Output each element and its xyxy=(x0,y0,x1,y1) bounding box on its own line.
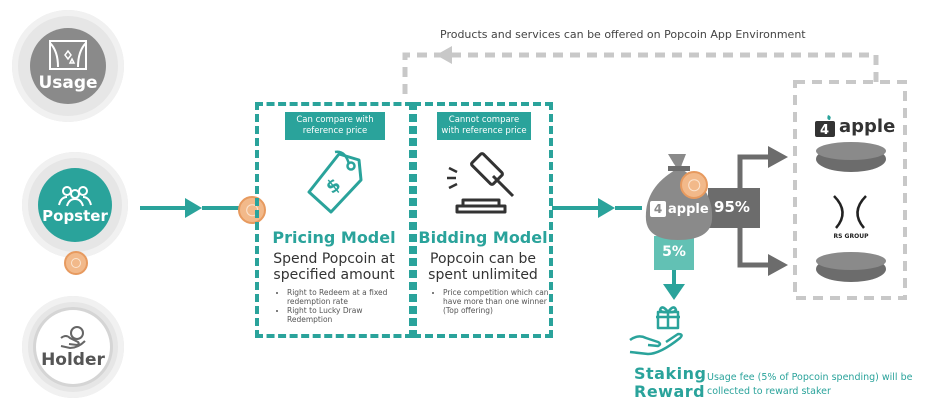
split-5-bar xyxy=(654,236,694,270)
holder-label: Holder xyxy=(41,350,105,370)
staking-note-1: Usage fee (5% of Popcoin spending) will … xyxy=(707,372,913,383)
apple-partner-logo: 4 apple xyxy=(814,114,895,138)
bidding-title: Bidding Model xyxy=(418,228,548,247)
holder-circle-inner: Holder xyxy=(36,310,110,384)
bag-logo-icon: 4 xyxy=(650,201,666,217)
pricing-subtitle-1: Spend Popcoin at xyxy=(273,251,395,267)
money-bag-icon xyxy=(645,154,713,240)
staking-note-2: collected to reward staker xyxy=(707,386,831,397)
pricing-bullet: Right to Redeem at a fixed redemption ra… xyxy=(287,288,405,306)
popster-label: Popster xyxy=(42,207,108,225)
split-minor-percent: 5% xyxy=(662,244,686,260)
rs-platform-disc-top xyxy=(816,252,886,270)
bag-coin-icon xyxy=(680,171,708,199)
popster-circle-inner: Popster xyxy=(38,168,112,242)
staking-arrow-head xyxy=(663,284,685,300)
holder-circle: Holder xyxy=(22,296,124,398)
split-upper-line xyxy=(737,154,768,190)
apple-platform-disc-top xyxy=(816,142,886,160)
gavel-icon xyxy=(447,152,515,214)
loop-arrow-head xyxy=(436,46,452,64)
bag-label: 4 apple xyxy=(650,201,709,217)
partner-dashed-box xyxy=(793,80,907,300)
top-feedback-loop xyxy=(402,52,879,100)
bidding-model-box: Cannot compare with reference price Bidd… xyxy=(413,102,553,338)
rs-group-label: RS GROUP xyxy=(833,233,869,240)
pricing-bullets: Right to Redeem at a fixed redemption ra… xyxy=(275,288,405,324)
rs-group-icon xyxy=(833,195,867,229)
popster-circle: Popster xyxy=(22,152,128,258)
svg-text:$: $ xyxy=(322,174,345,198)
split-lower-line xyxy=(737,226,768,268)
price-tag-icon: $ xyxy=(307,150,363,214)
bidding-bullet: Price competition which can have more th… xyxy=(443,288,549,315)
pricing-bullet: Right to Lucky Draw Redemption xyxy=(287,306,405,324)
split-upper-head xyxy=(768,146,788,168)
bag-label-text: apple xyxy=(668,201,709,217)
popster-coin-icon xyxy=(64,251,88,275)
bidding-bullets: Price competition which can have more th… xyxy=(431,288,549,315)
pricing-model-box: Can compare with reference price $ Prici… xyxy=(255,102,413,338)
top-note: Products and services can be offered on … xyxy=(440,28,806,41)
popster-arrow-head xyxy=(185,198,202,218)
people-group-icon xyxy=(58,186,92,207)
bidding-subtitle-2: spent unlimited xyxy=(428,267,538,283)
pricing-title: Pricing Model xyxy=(272,228,396,247)
pricing-subtitle-2: specified amount xyxy=(273,267,395,283)
bidding-tag: Cannot compare with reference price xyxy=(437,112,531,140)
usage-label: Usage xyxy=(38,73,98,93)
split-95-bar xyxy=(708,188,760,228)
gift-hand-icon xyxy=(629,306,683,356)
usage-circle-inner: Usage xyxy=(30,28,106,104)
arrow-coin-icon xyxy=(238,196,266,224)
stage-curtain-icon xyxy=(49,40,87,70)
bidding-subtitle-1: Popcoin can be xyxy=(430,251,536,267)
split-major-percent: 95% xyxy=(714,198,750,216)
apple-leaf-icon: 4 xyxy=(815,115,835,138)
split-lower-head xyxy=(768,254,788,276)
bidding-arrow-head xyxy=(598,198,615,218)
hand-coin-icon xyxy=(60,326,86,350)
staking-title-1: Staking xyxy=(634,364,707,383)
apple-logo-text: apple xyxy=(839,115,896,137)
staking-title-2: Reward xyxy=(634,382,706,401)
svg-text:4: 4 xyxy=(820,123,829,138)
usage-circle: Usage xyxy=(12,10,124,122)
pricing-tag: Can compare with reference price xyxy=(285,112,385,140)
